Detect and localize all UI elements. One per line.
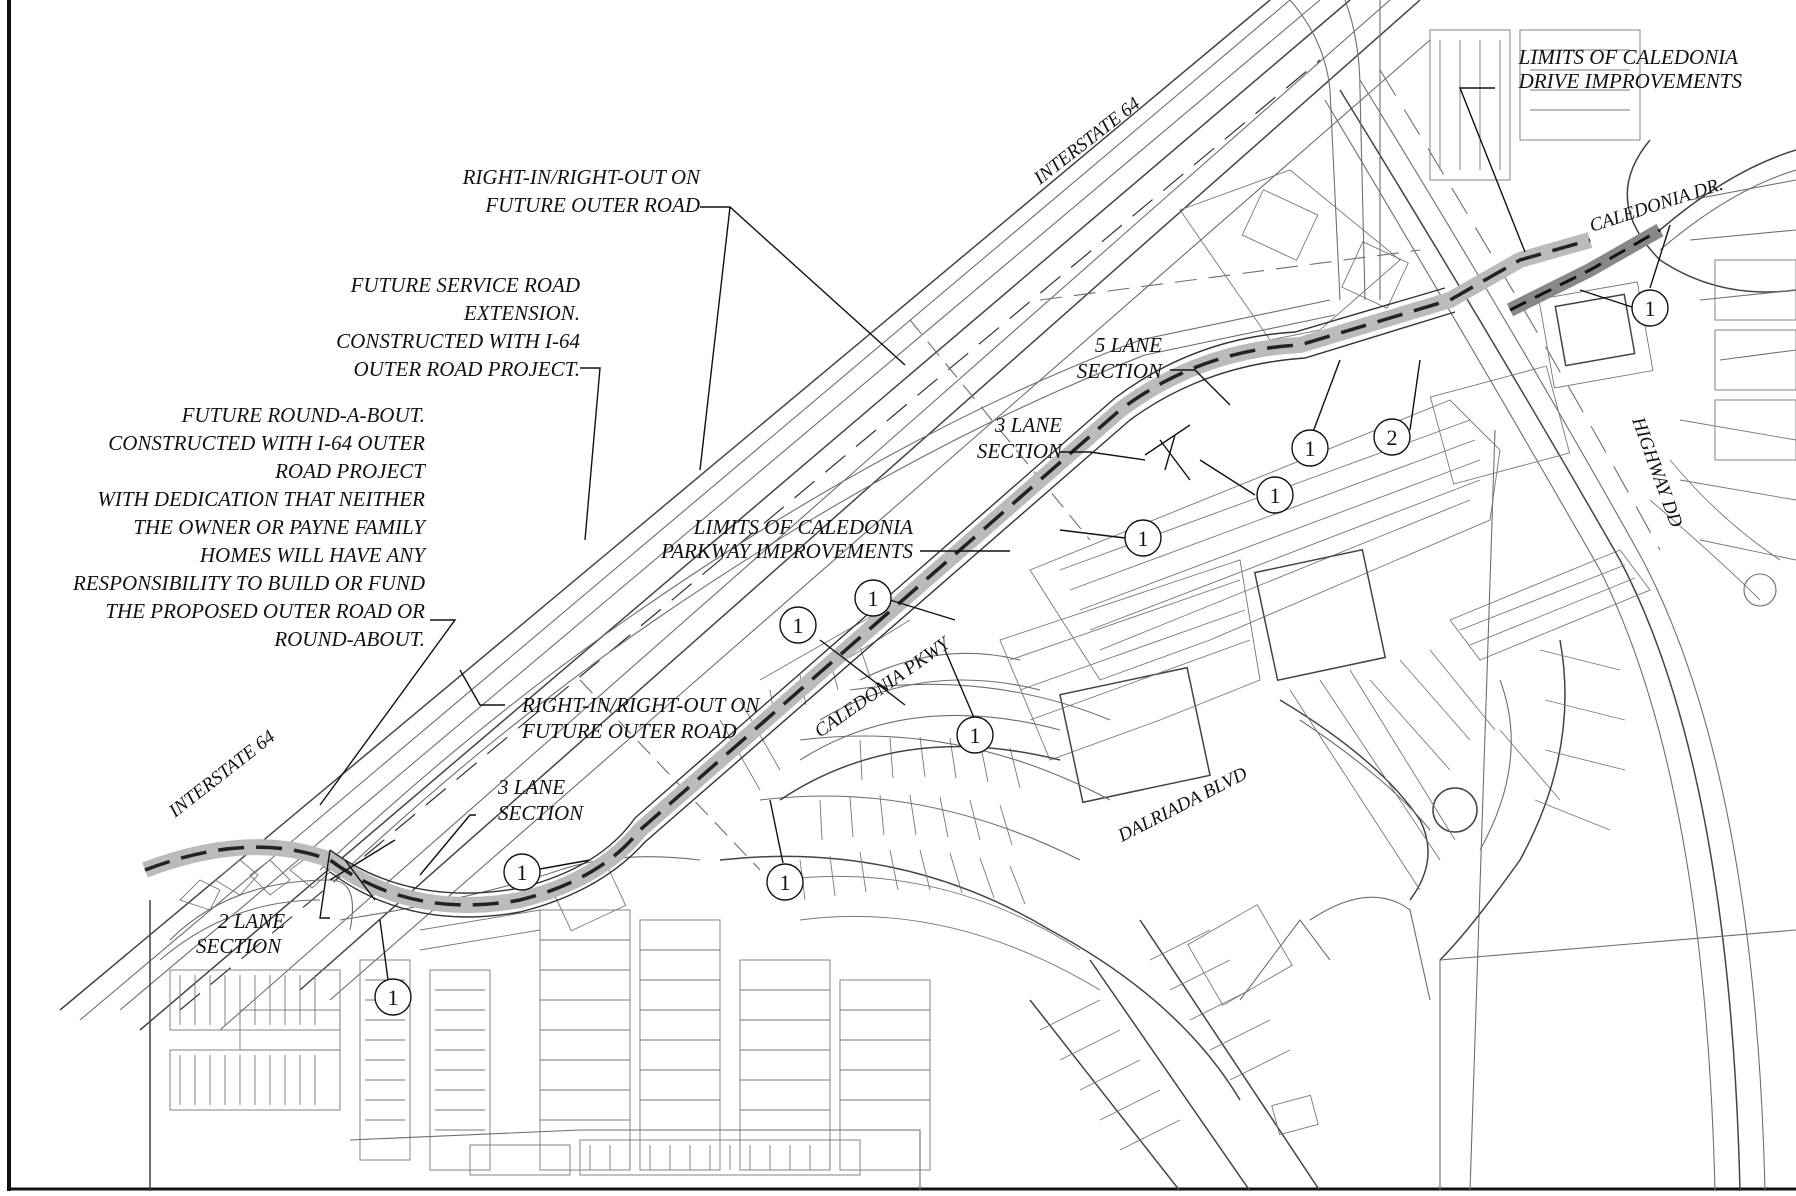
annotations: RIGHT-IN/RIGHT-OUT ON FUTURE OUTER ROAD …: [72, 45, 1742, 958]
svg-text:1: 1: [1138, 526, 1149, 551]
callout-bubble: 1: [374, 978, 412, 1016]
note-five-lane-section: 5 LANE: [1095, 333, 1162, 357]
note-round-a-bout: WITH DEDICATION THAT NEITHER: [97, 487, 425, 511]
note-limits-parkway: PARKWAY IMPROVEMENTS: [660, 539, 913, 563]
note-three-lane-upper: SECTION: [977, 439, 1063, 463]
svg-text:1: 1: [780, 870, 791, 895]
note-right-in-bottom: RIGHT-IN/RIGHT-OUT ON: [521, 693, 760, 717]
residential-west: [149, 854, 921, 1191]
note-right-in-top: RIGHT-IN/RIGHT-OUT ON: [462, 165, 701, 189]
callout-bubble: 1: [1256, 476, 1294, 514]
residential-arcs: [719, 599, 1061, 801]
note-right-in-top: FUTURE OUTER ROAD: [484, 193, 700, 217]
highway-dd-road: [1324, 69, 1766, 1192]
road-label-highway-dd: HIGHWAY DD: [1627, 414, 1687, 531]
residential-east: [1626, 139, 1796, 607]
leader-lines: [319, 87, 1671, 996]
parking-lots: [999, 29, 1654, 804]
note-limits-drive: LIMITS OF CALEDONIA: [1518, 45, 1739, 69]
note-future-service-road: EXTENSION.: [463, 301, 580, 325]
callout-bubbles: 1 1 1 2 1 1 1 1 1 1 1: [374, 289, 1669, 1016]
svg-text:1: 1: [388, 985, 399, 1010]
note-two-lane-section: SECTION: [196, 934, 282, 958]
svg-text:1: 1: [1270, 483, 1281, 508]
note-right-in-bottom: FUTURE OUTER ROAD: [521, 719, 737, 743]
note-round-a-bout: FUTURE ROUND-A-BOUT.: [181, 403, 425, 427]
note-future-service-road: OUTER ROAD PROJECT.: [354, 357, 581, 381]
road-label-caledonia-pkwy: CALEDONIA PKWY: [811, 632, 956, 742]
callout-bubble: 2: [1373, 418, 1411, 456]
caledonia-parkway: [142, 149, 1796, 918]
easement-line: [909, 319, 1091, 541]
note-three-lane-upper: 3 LANE: [994, 413, 1062, 437]
road-label-dalriada-blvd: DALRIADA BLVD: [1114, 763, 1251, 847]
callout-bubble: 1: [1124, 519, 1162, 557]
callout-bubble: 1: [854, 579, 892, 617]
note-five-lane-section: SECTION: [1077, 359, 1163, 383]
note-limits-parkway: LIMITS OF CALEDONIA: [693, 515, 914, 539]
note-round-a-bout: ROUND-ABOUT.: [273, 627, 425, 651]
note-round-a-bout: HOMES WILL HAVE ANY: [199, 543, 427, 567]
callout-bubble: 1: [1291, 429, 1329, 467]
residential-south: [539, 639, 1796, 1192]
svg-text:1: 1: [793, 613, 804, 638]
note-two-lane-section: 2 LANE: [218, 909, 285, 933]
road-label-interstate-north: INTERSTATE 64: [1029, 93, 1144, 189]
note-round-a-bout: ROAD PROJECT: [274, 459, 426, 483]
north-access-road: [1289, 0, 1381, 301]
note-future-service-road: CONSTRUCTED WITH I-64: [336, 329, 580, 353]
note-three-lane-lower: 3 LANE: [497, 775, 565, 799]
svg-text:2: 2: [1387, 425, 1398, 450]
callout-bubble: 1: [766, 863, 804, 901]
svg-text:1: 1: [517, 860, 528, 885]
callout-bubble: 1: [956, 716, 994, 754]
note-three-lane-lower: SECTION: [498, 801, 584, 825]
easement-line: [579, 679, 761, 871]
note-limits-drive: DRIVE IMPROVEMENTS: [1518, 69, 1743, 93]
callout-bubble: 1: [1631, 289, 1669, 327]
svg-text:1: 1: [970, 723, 981, 748]
note-round-a-bout: THE PROPOSED OUTER ROAD OR: [105, 599, 425, 623]
note-round-a-bout: CONSTRUCTED WITH I-64 OUTER: [108, 431, 425, 455]
note-round-a-bout: THE OWNER OR PAYNE FAMILY: [133, 515, 427, 539]
svg-text:1: 1: [1305, 436, 1316, 461]
callout-bubble: 1: [779, 606, 817, 644]
section-markers: [329, 424, 1191, 901]
svg-text:1: 1: [1645, 296, 1656, 321]
note-round-a-bout: RESPONSIBILITY TO BUILD OR FUND: [72, 571, 425, 595]
road-label-interstate-south: INTERSTATE 64: [164, 726, 279, 822]
svg-text:1: 1: [868, 586, 879, 611]
future-outer-road: [319, 249, 1421, 881]
callout-bubble: 1: [503, 853, 541, 891]
note-future-service-road: FUTURE SERVICE ROAD: [350, 273, 580, 297]
